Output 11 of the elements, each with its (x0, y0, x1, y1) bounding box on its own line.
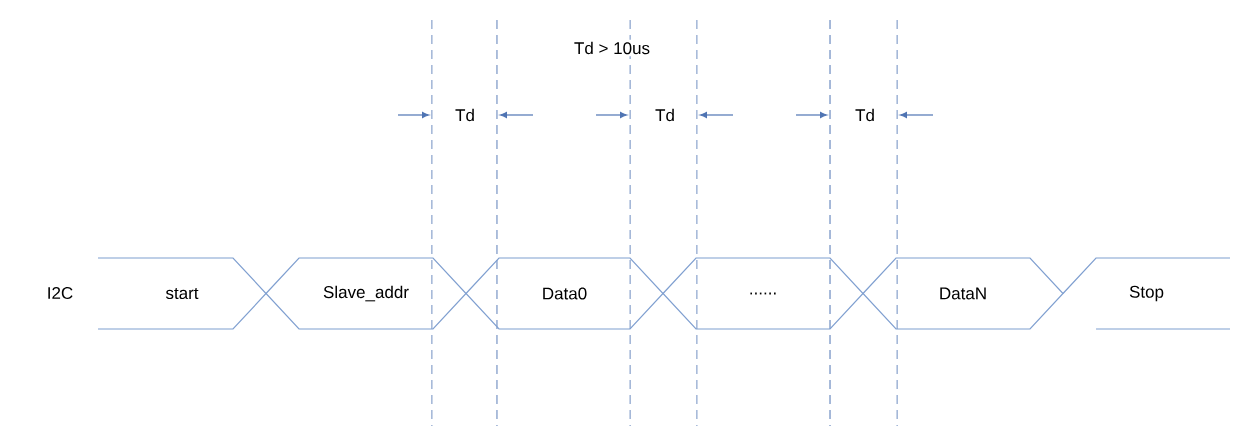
dimension-label: Td (653, 106, 677, 124)
bus-segment: Stop (1062, 257, 1231, 330)
bus-segment: Slave_addr (265, 257, 467, 330)
bus-segment: start (97, 257, 267, 330)
signal-name: I2C (44, 285, 76, 301)
dimension-label: Td (853, 106, 877, 124)
bus-segment: ...... (662, 257, 864, 330)
bus-segment: DataN (862, 257, 1064, 330)
timing-note: Td > 10us (571, 39, 653, 57)
dimension-label: Td (453, 106, 477, 124)
bus-segment: Data0 (465, 257, 664, 330)
